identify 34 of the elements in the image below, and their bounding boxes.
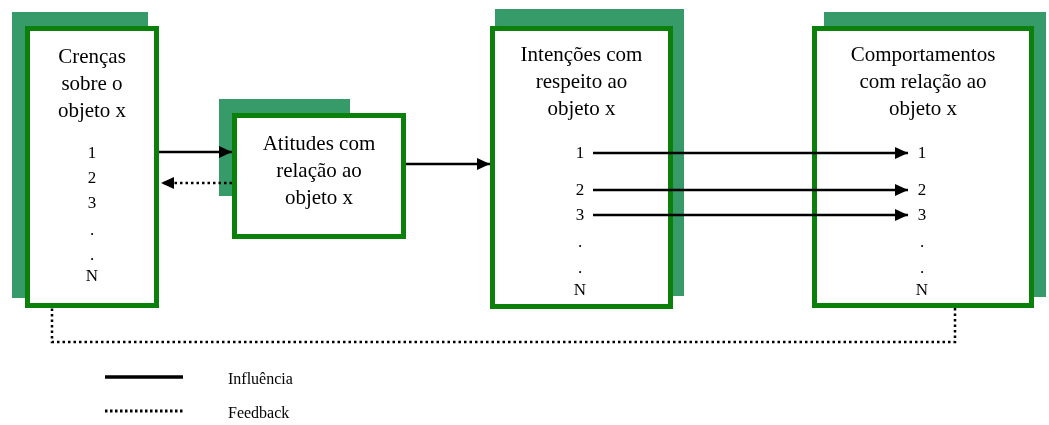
list-item-number: . xyxy=(82,246,102,264)
list-item-number: 3 xyxy=(570,206,590,224)
list-item-number: N xyxy=(82,267,102,285)
list-item-number: 1 xyxy=(912,144,932,162)
list-item-number: 2 xyxy=(912,181,932,199)
list-item-number: . xyxy=(82,221,102,239)
arrow xyxy=(593,184,908,196)
list-item-number: . xyxy=(912,233,932,251)
box-title: Atitudes com relação ao objeto x xyxy=(261,130,377,211)
concept-box xyxy=(232,113,406,239)
list-item-number: 2 xyxy=(82,169,102,187)
list-item-number: . xyxy=(570,259,590,277)
list-item-number: . xyxy=(570,233,590,251)
list-item-number: . xyxy=(912,259,932,277)
concept-box xyxy=(490,26,673,309)
box-title: Comportamentos com relação ao objeto x xyxy=(849,41,997,122)
list-item-number: 1 xyxy=(570,144,590,162)
list-item-number: N xyxy=(912,281,932,299)
list-item-number: 1 xyxy=(82,144,102,162)
arrow xyxy=(159,146,232,158)
concept-box xyxy=(25,26,159,308)
list-item-number: N xyxy=(570,281,590,299)
list-item-number: 3 xyxy=(912,206,932,224)
arrow xyxy=(593,147,908,159)
box-title: Intenções com respeito ao objeto x xyxy=(519,41,644,122)
list-item-number: 3 xyxy=(82,194,102,212)
arrow xyxy=(161,177,232,189)
legend-label: Influência xyxy=(228,370,293,388)
arrow xyxy=(593,209,908,221)
concept-box xyxy=(812,26,1034,308)
legend-label: Feedback xyxy=(228,404,290,422)
arrow xyxy=(406,158,490,170)
box-title: Crenças sobre o objeto x xyxy=(56,43,128,124)
list-item-number: 2 xyxy=(570,181,590,199)
